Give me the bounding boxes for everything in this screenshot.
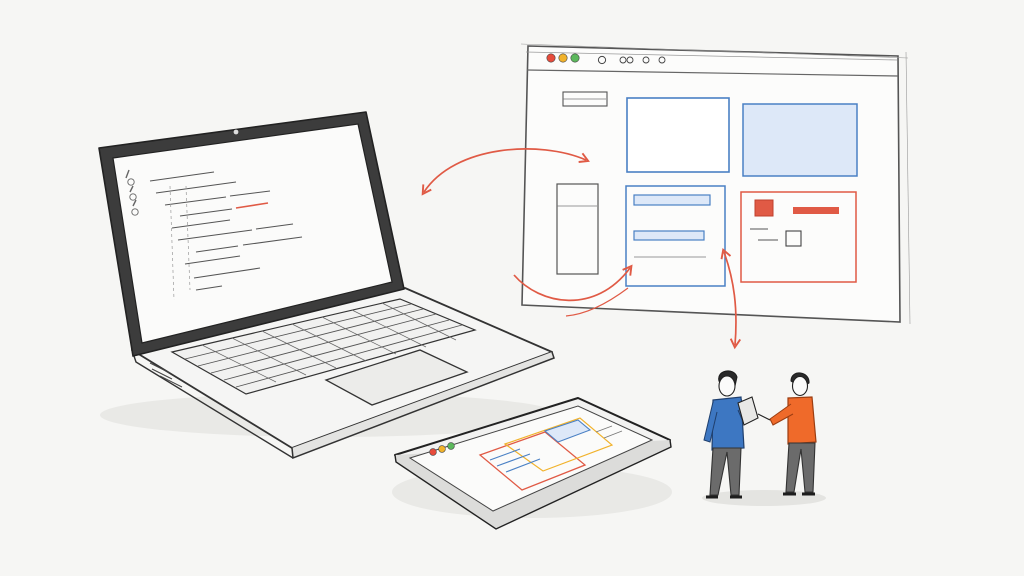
webcam-icon <box>233 129 239 135</box>
curved-arrow-tail <box>565 287 629 317</box>
tablet-screen <box>408 405 654 512</box>
close-dot-icon <box>429 448 437 456</box>
refresh-icon <box>597 55 607 65</box>
double-headed-arrow <box>421 148 590 196</box>
laptop <box>98 111 560 460</box>
close-dot-icon <box>546 53 556 63</box>
tablet <box>392 397 672 530</box>
nav-dot-icon <box>619 56 627 64</box>
wireframe-list-panel <box>625 185 726 287</box>
connector-arrows <box>421 148 742 350</box>
wireframe-header-block <box>562 91 608 107</box>
curved-arrow <box>513 264 633 302</box>
nav-dot-icon <box>658 56 666 64</box>
laptop-screen <box>112 123 393 344</box>
minimize-dot-icon <box>558 53 568 63</box>
handheld-tablet-icon <box>737 396 759 426</box>
code-editor-sketch <box>125 169 303 301</box>
person-blue <box>703 370 759 499</box>
tablet-wireframe <box>478 417 623 491</box>
nav-dot-icon <box>626 56 634 64</box>
people-group <box>702 370 826 506</box>
wireframe-card-red <box>740 191 857 283</box>
editor-tool-icon <box>129 193 137 201</box>
pointing-hand-icon <box>757 413 771 421</box>
keyboard <box>170 298 477 395</box>
person-orange <box>757 372 817 496</box>
wireframe-panel-outline <box>626 97 730 173</box>
vertical-double-arrow <box>720 247 742 350</box>
maximize-dot-icon <box>570 53 580 63</box>
trackpad <box>324 349 469 406</box>
window-controls <box>546 53 666 65</box>
editor-tool-icon <box>127 178 135 186</box>
minimize-dot-icon <box>438 445 446 453</box>
editor-tool-icon <box>131 208 139 216</box>
browser-window <box>520 43 911 325</box>
nav-dot-icon <box>642 56 650 64</box>
maximize-dot-icon <box>447 442 455 450</box>
wireframe-panel-filled <box>742 103 858 177</box>
